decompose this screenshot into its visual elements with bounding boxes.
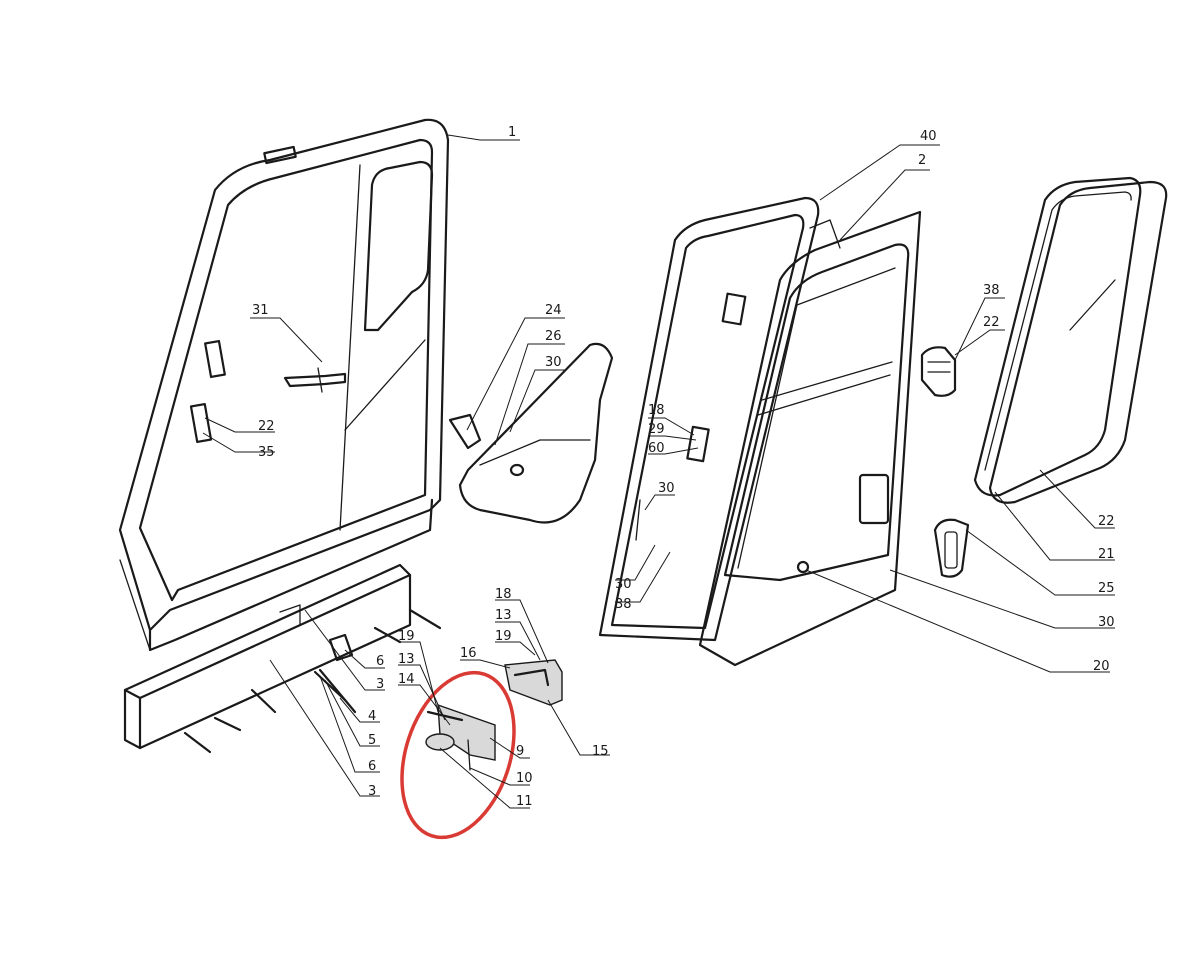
callout-14: 14 bbox=[398, 672, 415, 687]
callout-19: 19 bbox=[495, 629, 512, 644]
door-glass-panels bbox=[973, 176, 1168, 504]
door-inner-panel bbox=[598, 196, 820, 642]
sill-link-4 bbox=[313, 668, 357, 714]
callout-13: 13 bbox=[398, 652, 415, 667]
striker-bracket bbox=[504, 659, 563, 706]
sill-bracket-6 bbox=[328, 633, 354, 662]
callout-60: 60 bbox=[648, 441, 665, 456]
callout-22: 22 bbox=[1098, 514, 1115, 529]
callout-4: 4 bbox=[368, 709, 376, 724]
callout-19: 19 bbox=[398, 629, 415, 644]
callout-31: 31 bbox=[252, 303, 269, 318]
highlight-circle bbox=[400, 670, 516, 840]
callout-5: 5 bbox=[368, 733, 376, 748]
callout-6: 6 bbox=[368, 759, 376, 774]
callout-38: 38 bbox=[615, 597, 632, 612]
leader-lines bbox=[202, 134, 1115, 809]
callout-20: 20 bbox=[1093, 659, 1110, 674]
callout-38: 38 bbox=[983, 283, 1000, 298]
callout-22: 22 bbox=[983, 315, 1000, 330]
callout-30: 30 bbox=[658, 481, 675, 496]
bolts bbox=[183, 608, 442, 754]
callout-13: 13 bbox=[495, 608, 512, 623]
callout-21: 21 bbox=[1098, 547, 1115, 562]
callout-2: 2 bbox=[918, 153, 926, 168]
callout-29: 29 bbox=[648, 422, 665, 437]
callout-6: 6 bbox=[376, 654, 384, 669]
callout-15: 15 bbox=[592, 744, 609, 759]
callout-9: 9 bbox=[516, 744, 524, 759]
latch-assembly bbox=[425, 703, 496, 771]
callout-30: 30 bbox=[615, 577, 632, 592]
callout-labels: 1 40 2 31 24 26 30 38 22 22 35 18 29 60 … bbox=[252, 125, 1115, 809]
cab-door-frame bbox=[118, 118, 450, 652]
callout-22: 22 bbox=[258, 419, 275, 434]
callout-25: 25 bbox=[1098, 581, 1115, 596]
callout-10: 10 bbox=[516, 771, 533, 786]
callout-40: 40 bbox=[920, 129, 937, 144]
callout-11: 11 bbox=[516, 794, 533, 809]
callout-30: 30 bbox=[545, 355, 562, 370]
callout-24: 24 bbox=[545, 303, 562, 318]
callout-3: 3 bbox=[376, 677, 384, 692]
door-outer-skin bbox=[698, 210, 922, 667]
callout-26: 26 bbox=[545, 329, 562, 344]
door-handle-25 bbox=[933, 518, 970, 578]
callout-3: 3 bbox=[368, 784, 376, 799]
callout-30: 30 bbox=[1098, 615, 1115, 630]
callout-1: 1 bbox=[508, 125, 516, 140]
door-armrest bbox=[448, 342, 614, 524]
callout-18: 18 bbox=[648, 403, 665, 418]
door-lock-38 bbox=[920, 346, 957, 397]
callout-35: 35 bbox=[258, 445, 275, 460]
callout-16: 16 bbox=[460, 646, 477, 661]
callout-18: 18 bbox=[495, 587, 512, 602]
door-sill-rail bbox=[123, 563, 412, 750]
